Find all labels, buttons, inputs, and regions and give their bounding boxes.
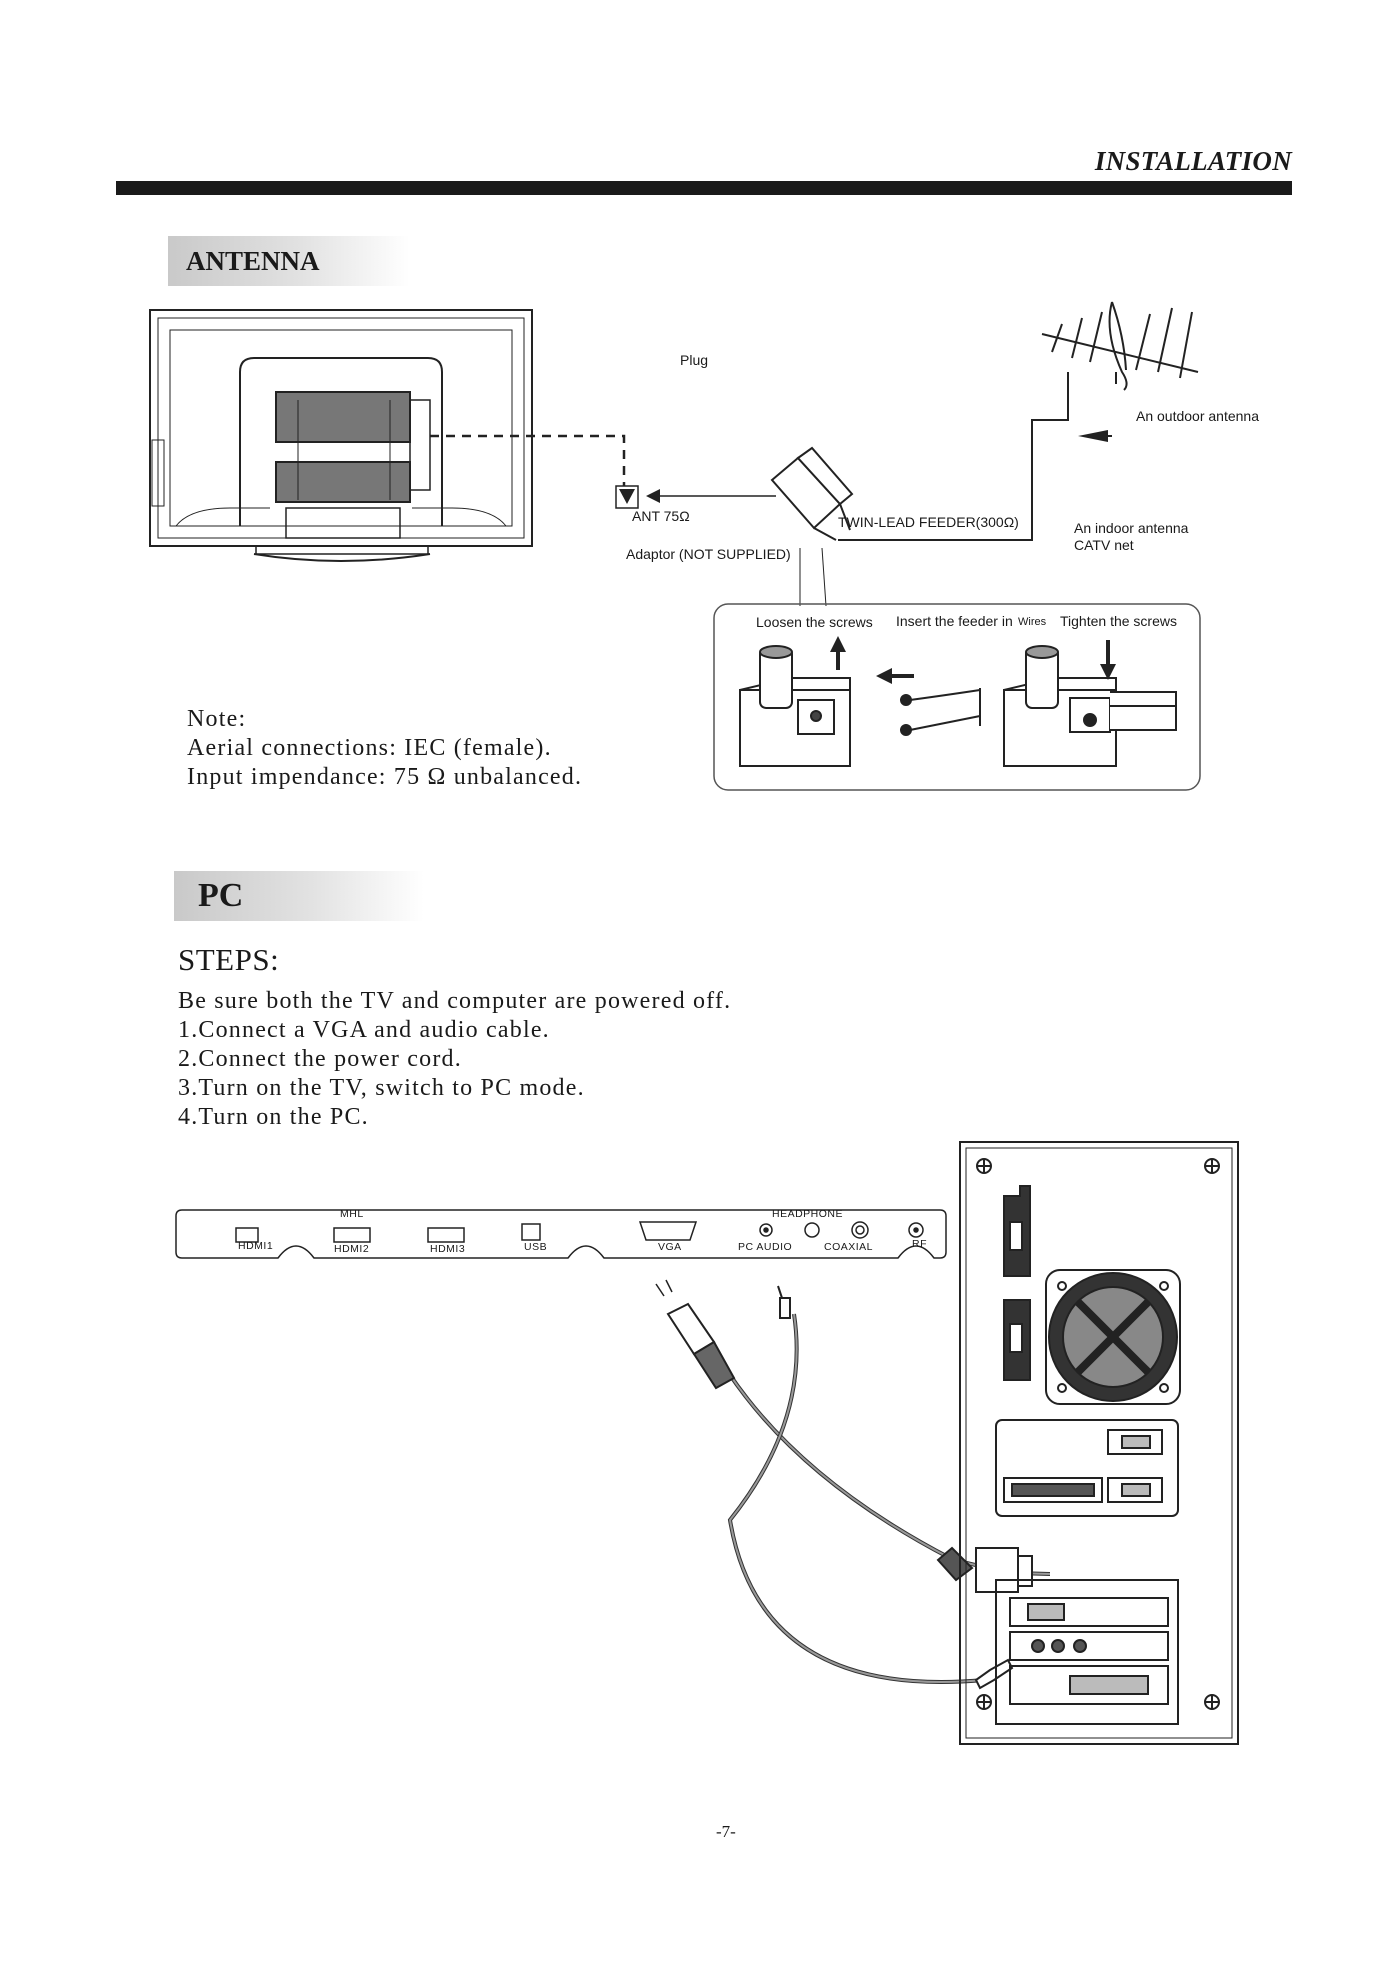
step-line: 3.Turn on the TV, switch to PC mode.	[178, 1075, 585, 1101]
ant-75-label: ANT 75Ω	[632, 508, 690, 524]
section-title: INSTALLATION	[1094, 146, 1292, 176]
step-line: 1.Connect a VGA and audio cable.	[178, 1017, 550, 1043]
outdoor-antenna-icon	[1041, 301, 1199, 391]
arrow-left-icon	[646, 489, 660, 503]
tv-back-illustration	[149, 309, 533, 562]
headphone-jack-icon	[804, 1222, 820, 1238]
wire-ends-illustration	[900, 688, 981, 736]
hdmi2-label: HDMI2	[334, 1243, 370, 1255]
feeder-detail-box	[713, 603, 1201, 791]
audio-plug-pc-end-icon	[974, 1658, 1014, 1690]
ant-jack-icon	[615, 485, 639, 509]
rf-jack-icon	[908, 1222, 924, 1238]
step-line: 4.Turn on the PC.	[178, 1104, 369, 1130]
hdmi2-port-icon	[333, 1227, 371, 1243]
vga-plug-pc-end-icon	[936, 1546, 1033, 1593]
pc-heading: PC	[174, 871, 424, 921]
vga-plug-icon	[655, 1279, 736, 1390]
tighten-label: Tighten the screws	[1060, 613, 1177, 629]
catv-label: CATV net	[1074, 537, 1134, 553]
tv-port-panel	[175, 1209, 947, 1259]
insert-label: Insert the feeder in	[896, 613, 1013, 629]
indoor-antenna-label: An indoor antenna	[1074, 520, 1189, 536]
terminal-left-illustration	[739, 645, 851, 767]
twin-lead-label: TWIN-LEAD FEEDER(300Ω)	[838, 514, 1019, 530]
wires-label: Wires	[1018, 616, 1047, 628]
adaptor-label: Adaptor (NOT SUPPLIED)	[626, 546, 791, 562]
usb-label: USB	[524, 1241, 548, 1253]
note-line-1: Aerial connections: IEC (female).	[187, 735, 552, 761]
pc-audio-label: PC AUDIO	[738, 1241, 793, 1253]
headphone-label: HEADPHONE	[772, 1208, 844, 1220]
vga-label: VGA	[658, 1241, 682, 1253]
twin-lead-feeder	[838, 372, 1069, 541]
mhl-label: MHL	[340, 1208, 364, 1220]
plug-label: Plug	[680, 352, 709, 368]
rf-label: RF	[912, 1238, 927, 1250]
steps-title: STEPS:	[178, 942, 280, 977]
coaxial-jack-icon	[851, 1221, 869, 1239]
pc-audio-jack-icon	[759, 1223, 773, 1237]
outdoor-antenna-label: An outdoor antenna	[1136, 408, 1259, 424]
usb-port-icon	[521, 1223, 541, 1241]
note-line-2: Input impendance: 75 Ω unbalanced.	[187, 764, 583, 790]
terminal-right-illustration	[1003, 645, 1177, 767]
vga-audio-cable	[726, 1313, 1051, 1684]
page-number: -7-	[716, 1822, 736, 1841]
note-title: Note:	[187, 706, 247, 732]
hdmi3-label: HDMI3	[430, 1243, 466, 1255]
hdmi1-label: HDMI1	[238, 1240, 274, 1252]
vga-port-icon	[638, 1221, 698, 1241]
hdmi3-port-icon	[427, 1227, 465, 1243]
antenna-heading: ANTENNA	[168, 236, 410, 286]
arrow-left-icon	[1078, 430, 1108, 442]
step-line: Be sure both the TV and computer are pow…	[178, 988, 732, 1014]
hdmi1-port-icon	[235, 1227, 259, 1243]
header-rule	[116, 181, 1292, 195]
coaxial-label: COAXIAL	[824, 1241, 874, 1253]
step-line: 2.Connect the power cord.	[178, 1046, 462, 1072]
loosen-label: Loosen the screws	[756, 614, 873, 630]
audio-plug-icon	[777, 1285, 791, 1319]
pc-tower-illustration	[959, 1141, 1239, 1745]
plug-adaptor-icon	[770, 446, 854, 541]
ant-dashed-line	[430, 434, 626, 486]
